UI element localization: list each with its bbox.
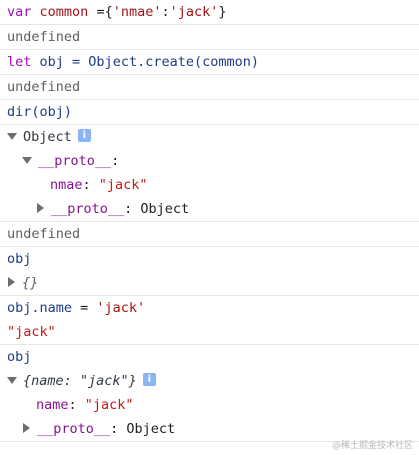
console-input-line[interactable]: dir(obj) — [7, 104, 73, 120]
console-entry: undefined — [0, 222, 419, 247]
object-label: Object — [23, 129, 72, 145]
variable-name: obj — [39, 54, 64, 70]
proto-node[interactable]: __proto__: — [0, 149, 419, 173]
watermark: @稀土掘金技术社区 — [331, 441, 413, 451]
console-input-line[interactable]: let obj = Object.create(common) — [0, 50, 419, 74]
nested-proto-node[interactable]: __proto__: Object — [0, 197, 419, 221]
property-colon: : — [82, 177, 99, 193]
collapsed-object[interactable]: {} — [0, 271, 419, 295]
proto-value: : Object — [110, 421, 176, 437]
expand-arrow-icon[interactable] — [7, 132, 17, 140]
console-entry: var common ={'nmae':'jack'} — [0, 0, 419, 25]
proto-node[interactable]: __proto__: Object — [0, 417, 419, 441]
variable-name: common — [39, 4, 89, 20]
property-key: nmae — [50, 177, 83, 193]
console-output-string: "jack" — [7, 324, 56, 340]
brace-close: } — [218, 4, 227, 20]
proto-label: __proto__ — [51, 201, 125, 217]
property-value: "jack" — [84, 397, 134, 413]
string-key: 'nmae' — [112, 4, 162, 20]
proto-value: : Object — [124, 201, 190, 217]
keyword: let — [7, 54, 32, 70]
string-value: 'jack' — [96, 300, 146, 316]
console-entry: undefined — [0, 75, 419, 100]
console-entry: obj {name: "jack"} i name: "jack" __proto… — [0, 345, 419, 442]
object-preview: {name: "jack"} — [23, 373, 137, 389]
console-input-line[interactable]: obj — [7, 349, 32, 365]
collapse-arrow-icon[interactable] — [37, 203, 44, 213]
info-icon[interactable]: i — [142, 372, 156, 386]
console-entry: let obj = Object.create(common) — [0, 50, 419, 75]
console-panel: var common ={'nmae':'jack'} undefined le… — [0, 0, 419, 442]
collapse-arrow-icon[interactable] — [8, 277, 15, 287]
info-icon[interactable]: i — [77, 128, 91, 142]
console-output-undefined: undefined — [7, 79, 81, 95]
property-row: name: "jack" — [0, 393, 419, 417]
proto-colon: : — [111, 153, 120, 169]
expression: obj.name — [7, 300, 73, 316]
expand-arrow-icon[interactable] — [22, 156, 32, 164]
console-input-line[interactable]: obj.name = 'jack' — [0, 296, 419, 320]
console-entry: undefined — [0, 25, 419, 50]
console-output-undefined: undefined — [7, 226, 81, 242]
console-input-line[interactable]: obj — [7, 251, 32, 267]
property-row: nmae: "jack" — [0, 173, 419, 197]
operator: = — [72, 300, 97, 316]
console-input-line[interactable]: var common ={'nmae':'jack'} — [0, 0, 419, 24]
console-entry: obj.name = 'jack' "jack" — [0, 296, 419, 345]
expand-arrow-icon[interactable] — [7, 376, 17, 384]
string-value: 'jack' — [169, 4, 219, 20]
keyword: var — [7, 4, 32, 20]
console-output-undefined: undefined — [7, 29, 81, 45]
console-entry: dir(obj) — [0, 100, 419, 125]
expression: = Object.create(common) — [63, 54, 259, 70]
collapse-arrow-icon[interactable] — [23, 423, 30, 433]
colon: : — [161, 4, 170, 20]
operator: = — [88, 4, 105, 20]
object-tree-root[interactable]: {name: "jack"} i — [0, 369, 419, 393]
object-preview: {} — [22, 275, 39, 291]
property-colon: : — [68, 397, 85, 413]
console-entry: obj {} — [0, 247, 419, 296]
proto-label: __proto__ — [37, 421, 111, 437]
brace-open: { — [104, 4, 113, 20]
property-value: "jack" — [98, 177, 148, 193]
property-key: name — [36, 397, 69, 413]
proto-label: __proto__ — [38, 153, 112, 169]
